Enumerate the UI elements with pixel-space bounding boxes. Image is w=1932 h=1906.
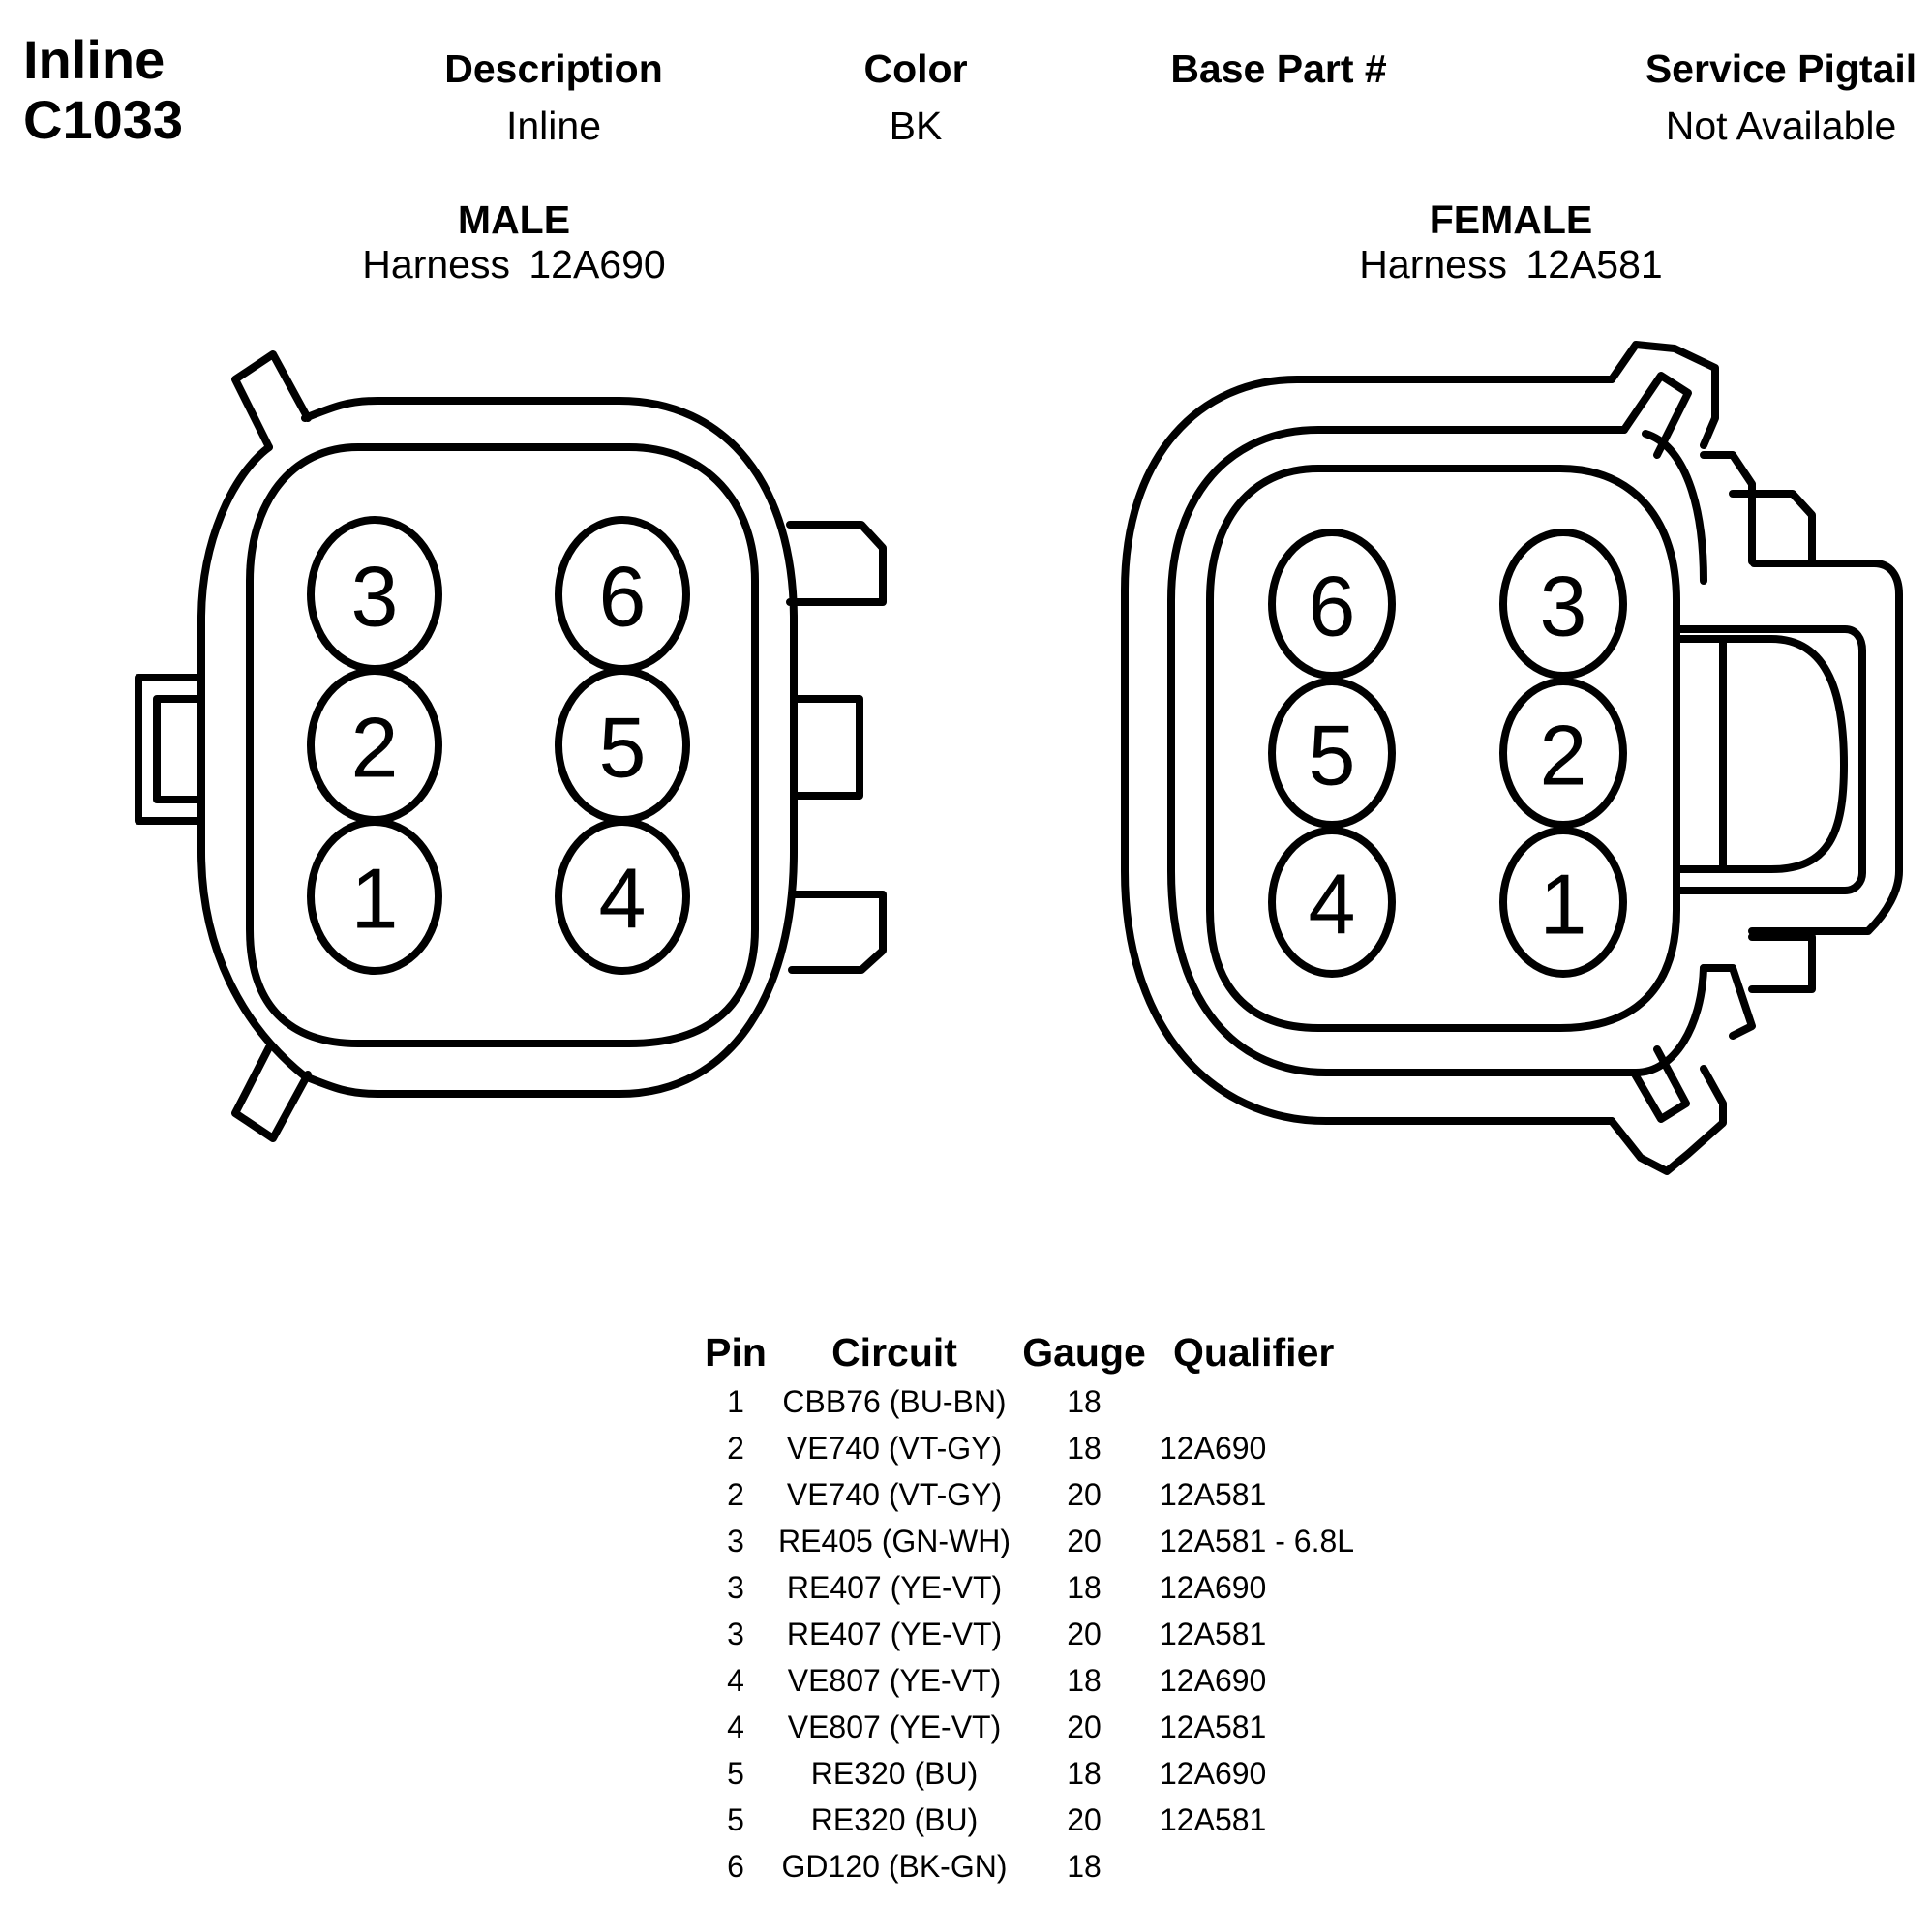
male-pin-circle <box>307 818 442 975</box>
cell-gauge: 20 <box>1067 1617 1102 1651</box>
cell-qualifier: 12A581 <box>1160 1802 1267 1837</box>
cell-circuit: RE407 (YE-VT) <box>786 1617 1003 1651</box>
col-header-gauge: Gauge <box>1022 1330 1146 1375</box>
cell-circuit: RE405 (GN-WH) <box>777 1524 1011 1558</box>
cell-pin: 2 <box>727 1477 744 1512</box>
cell-circuit: RE407 (YE-VT) <box>786 1570 1003 1605</box>
cell-pin: 3 <box>727 1617 744 1651</box>
cell-pin: 3 <box>727 1524 744 1558</box>
cell-gauge: 18 <box>1067 1849 1102 1884</box>
cell-pin: 6 <box>727 1849 744 1884</box>
female-connector-body <box>1121 341 1903 1175</box>
cell-qualifier: 12A690 <box>1160 1570 1267 1605</box>
cell-gauge: 18 <box>1067 1384 1102 1419</box>
description-value: Inline <box>505 104 602 148</box>
cell-gauge: 20 <box>1067 1477 1102 1512</box>
cell-qualifier: 12A690 <box>1160 1431 1267 1466</box>
service-pigtail-label: Service Pigtail <box>1645 46 1917 91</box>
female-pin-circle <box>1499 678 1627 829</box>
cell-gauge: 20 <box>1067 1709 1102 1744</box>
male-harness: Harness 12A690 <box>362 242 666 287</box>
cell-circuit: VE807 (YE-VT) <box>787 1709 1002 1744</box>
cell-circuit: RE320 (BU) <box>810 1756 979 1791</box>
cell-qualifier: 12A690 <box>1160 1663 1267 1698</box>
cell-circuit: RE320 (BU) <box>810 1802 979 1837</box>
cell-qualifier: 12A581 <box>1160 1477 1267 1512</box>
col-header-circuit: Circuit <box>831 1330 957 1375</box>
cell-gauge: 18 <box>1067 1570 1102 1605</box>
col-header-pin: Pin <box>705 1330 767 1375</box>
male-pin-number: 1 <box>351 851 399 947</box>
male-pin-number: 5 <box>599 700 647 796</box>
female-pin-number: 2 <box>1540 708 1587 803</box>
cell-qualifier: 12A690 <box>1160 1756 1267 1791</box>
cell-gauge: 18 <box>1067 1431 1102 1466</box>
cell-pin: 4 <box>727 1709 744 1744</box>
color-label: Color <box>863 46 968 91</box>
female-pin-number: 4 <box>1309 857 1356 953</box>
cell-circuit: VE740 (VT-GY) <box>786 1431 1003 1466</box>
male-pin-number: 2 <box>351 700 399 796</box>
cell-gauge: 18 <box>1067 1663 1102 1698</box>
female-harness: Harness 12A581 <box>1359 242 1663 287</box>
cell-gauge: 20 <box>1067 1524 1102 1558</box>
cell-circuit: GD120 (BK-GN) <box>781 1849 1008 1884</box>
male-connector-body <box>135 350 887 1142</box>
female-label: FEMALE <box>1429 197 1593 242</box>
female-pin-number: 1 <box>1540 857 1587 953</box>
description-label: Description <box>444 46 663 91</box>
male-pin-circle <box>555 818 690 975</box>
color-value: BK <box>889 104 943 148</box>
cell-qualifier: 12A581 <box>1160 1709 1267 1744</box>
female-pin-number: 5 <box>1309 708 1356 803</box>
col-header-qualifier: Qualifier <box>1173 1330 1335 1375</box>
male-label: MALE <box>457 197 571 242</box>
cell-qualifier: 12A581 - 6.8L <box>1160 1524 1355 1558</box>
cell-pin: 3 <box>727 1570 744 1605</box>
female-pin-number: 3 <box>1540 559 1587 654</box>
cell-pin: 5 <box>727 1756 744 1791</box>
cell-pin: 4 <box>727 1663 744 1698</box>
cell-qualifier: 12A581 <box>1160 1617 1267 1651</box>
cell-pin: 1 <box>727 1384 744 1419</box>
male-pin-number: 6 <box>599 549 647 645</box>
female-pin-circle <box>1268 529 1396 680</box>
base-part-label: Base Part # <box>1170 46 1387 91</box>
cell-gauge: 20 <box>1067 1802 1102 1837</box>
female-pin-circle <box>1268 678 1396 829</box>
connector-type: Inline <box>23 29 166 90</box>
service-pigtail-value: Not Available <box>1665 104 1897 148</box>
male-pin-number: 4 <box>599 851 647 947</box>
female-pin-circle <box>1268 827 1396 978</box>
cell-pin: 2 <box>727 1431 744 1466</box>
female-pin-circle <box>1499 529 1627 680</box>
male-pin-number: 3 <box>351 549 399 645</box>
cell-pin: 5 <box>727 1802 744 1837</box>
cell-gauge: 18 <box>1067 1756 1102 1791</box>
connector-id: C1033 <box>23 89 184 150</box>
cell-circuit: CBB76 (BU-BN) <box>782 1384 1007 1419</box>
cell-circuit: VE740 (VT-GY) <box>786 1477 1003 1512</box>
female-pin-number: 6 <box>1309 559 1356 654</box>
cell-circuit: VE807 (YE-VT) <box>787 1663 1002 1698</box>
female-pin-circle <box>1499 827 1627 978</box>
